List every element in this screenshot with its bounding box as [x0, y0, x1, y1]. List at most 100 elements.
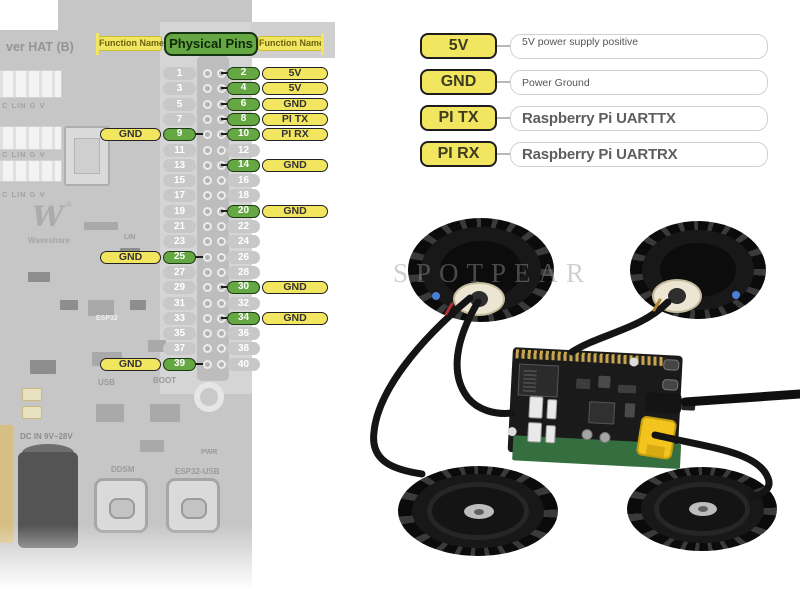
pin-badge-5: 5 — [163, 98, 196, 111]
motor-connector-block — [0, 70, 62, 98]
pin-25-function-label: GND — [100, 251, 161, 264]
pin-6-function-label: GND — [262, 98, 328, 111]
boot-label: BOOT — [153, 376, 177, 385]
waveshare-logo-icon: W — [32, 200, 64, 233]
pin-badge-19: 19 — [163, 205, 196, 218]
legend-connector-line — [497, 45, 510, 47]
pin-badge-31: 31 — [163, 297, 196, 310]
esp32-label: ESP32 — [96, 315, 118, 322]
pin-badge-28: 28 — [227, 266, 260, 279]
pin-badge-34: 34 — [227, 312, 260, 325]
usbc-port-photo — [663, 359, 680, 371]
pin-badge-18: 18 — [227, 189, 260, 202]
legend-description-box — [510, 70, 768, 95]
esp32-shield-module — [64, 126, 110, 186]
pin-badge-17: 17 — [163, 189, 196, 202]
pin-badge-23: 23 — [163, 235, 196, 248]
pin-row-11-12: 11 12 — [96, 144, 332, 157]
pin-badge-30: 30 — [227, 281, 260, 294]
power-plug — [644, 392, 682, 414]
dc-in-label: DC IN 9V~28V — [20, 432, 73, 441]
ddsm-label: DDSM — [111, 465, 135, 474]
connector-pin-label: C LIN G V — [2, 190, 46, 199]
legend-description-pi-tx: Raspberry Pi UARTTX — [522, 110, 676, 127]
pin-34-function-label: GND — [262, 312, 328, 325]
motor-connector-block — [0, 126, 62, 150]
legend-badge-5v: 5V — [420, 33, 497, 59]
watermark: SPOTPEAR — [393, 258, 593, 288]
legend-description-box — [510, 106, 768, 131]
pin-badge-22: 22 — [227, 220, 260, 233]
usbc-port-photo — [661, 378, 679, 391]
legend-connector-line — [497, 117, 510, 119]
pin-badge-9: 9 — [163, 128, 196, 141]
header-function-name-left: Function Name — [96, 33, 164, 55]
pin-badge-10: 10 — [227, 128, 260, 141]
legend-description-box — [510, 34, 768, 59]
gpio-header-strip — [197, 56, 229, 381]
legend-badge-pi-tx: PI TX — [420, 105, 497, 131]
pin-row-35-36: 35 36 — [96, 327, 332, 340]
pin-badge-20: 20 — [227, 205, 260, 218]
board-title: ver HAT (B) — [6, 40, 74, 54]
pin-badge-26: 26 — [227, 251, 260, 264]
pin-badge-1: 1 — [163, 67, 196, 80]
connector-pin-label: C LIN G V — [2, 101, 46, 110]
pin-badge-13: 13 — [163, 159, 196, 172]
pin-badge-27: 27 — [163, 266, 196, 279]
pin-badge-6: 6 — [227, 98, 260, 111]
pin-badge-3: 3 — [163, 82, 196, 95]
pin-badge-4: 4 — [227, 82, 260, 95]
legend-connector-line — [497, 81, 510, 83]
edge-connector — [0, 425, 13, 543]
pin-badge-15: 15 — [163, 174, 196, 187]
pin-badge-12: 12 — [227, 144, 260, 157]
pin-badge-35: 35 — [163, 327, 196, 340]
pin-badge-36: 36 — [227, 327, 260, 340]
pin-badge-11: 11 — [163, 144, 196, 157]
pin-8-function-label: PI TX — [262, 113, 328, 126]
motor-connector-block — [0, 160, 62, 182]
pin-badge-29: 29 — [163, 281, 196, 294]
capacitor — [22, 406, 42, 419]
pin-badge-7: 7 — [163, 113, 196, 126]
usb-label: USB — [98, 378, 115, 387]
esp32-usb-label: ESP32-USB — [175, 467, 220, 476]
pin-row-27-28: 27 28 — [96, 266, 332, 279]
header-function-name-right: Function Name — [258, 33, 324, 55]
registered-mark-icon: ® — [66, 200, 72, 209]
xt60-connector — [635, 415, 678, 461]
pin-badge-2: 2 — [227, 67, 260, 80]
pin-30-function-label: GND — [262, 281, 328, 294]
legend-description-gnd: Power Ground — [522, 77, 590, 89]
pin-badge-8: 8 — [227, 113, 260, 126]
pin-2-function-label: 5V — [262, 67, 328, 80]
pin-10-function-label: PI RX — [262, 128, 328, 141]
pin-39-function-label: GND — [100, 358, 161, 371]
pin-badge-16: 16 — [227, 174, 260, 187]
pin-badge-33: 33 — [163, 312, 196, 325]
connector-pin-label: C LIN G V — [2, 150, 46, 159]
pin-4-function-label: 5V — [262, 82, 328, 95]
legend-badge-pi-rx: PI RX — [420, 141, 497, 167]
wheel-bottom-left — [398, 466, 558, 556]
ddsm-usbc-port — [94, 478, 148, 533]
pin-badge-24: 24 — [227, 235, 260, 248]
pin-badge-39: 39 — [163, 358, 196, 371]
wheel-top-right — [630, 221, 766, 319]
legend-badge-gnd: GND — [420, 69, 497, 95]
legend-description-pi-rx: Raspberry Pi UARTRX — [522, 146, 678, 163]
